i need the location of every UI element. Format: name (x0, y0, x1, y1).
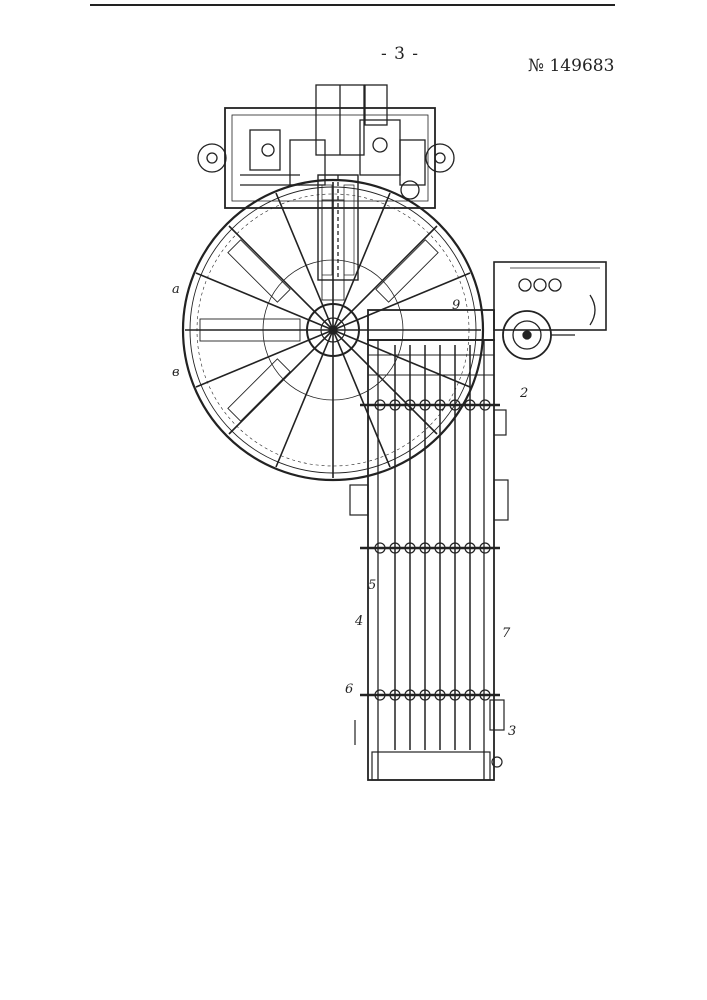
conveyor-crossbars (368, 355, 494, 375)
callout-b: в (172, 365, 180, 380)
chain-row-3 (360, 690, 500, 700)
callout-3: 3 (508, 724, 516, 739)
callout-9: 9 (452, 298, 460, 313)
wheel-spokes (185, 182, 481, 478)
feed-column (318, 175, 358, 280)
callout-6: 6 (345, 682, 353, 697)
top-housing (198, 85, 454, 208)
callout-4: 4 (355, 614, 363, 629)
callout-5: 5 (368, 578, 376, 593)
callout-7: 7 (502, 626, 510, 641)
callout-a: а (172, 282, 180, 297)
drive-unit (494, 262, 606, 359)
callout-2: 2 (520, 386, 528, 401)
chain-row-1 (360, 400, 500, 410)
chain-row-2 (360, 543, 500, 553)
